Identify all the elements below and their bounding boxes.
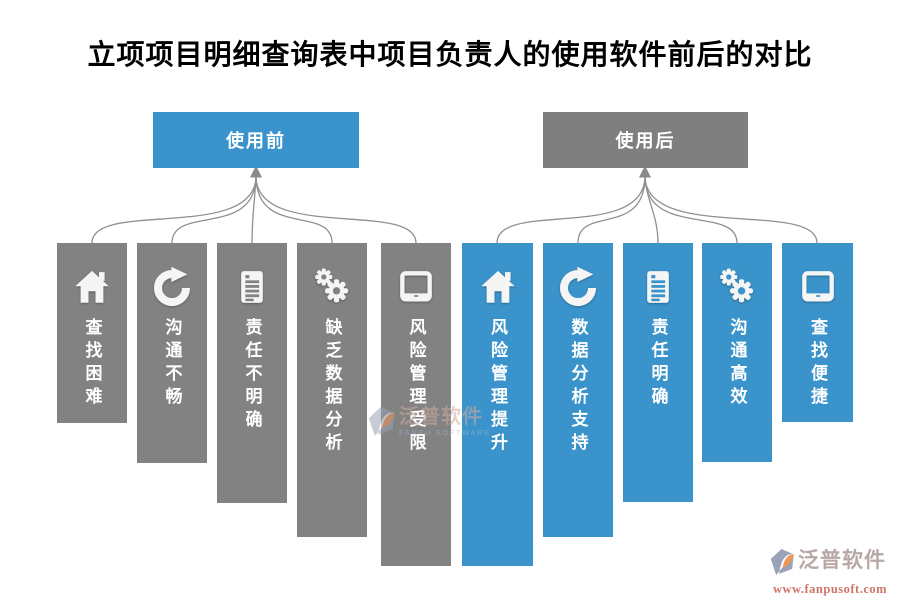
home-icon bbox=[477, 264, 519, 310]
column-after-4: 沟通高效 bbox=[702, 243, 772, 462]
column-label: 沟通高效 bbox=[727, 318, 747, 410]
column-label: 风险管理提升 bbox=[488, 318, 507, 456]
refresh-icon bbox=[151, 264, 193, 310]
document-icon bbox=[638, 264, 678, 310]
gears-icon bbox=[311, 264, 353, 310]
column-before-2: 沟通不畅 bbox=[137, 243, 207, 463]
column-label: 查找困难 bbox=[82, 318, 102, 410]
home-icon bbox=[71, 264, 113, 310]
column-after-2: 数据分析支持 bbox=[543, 243, 613, 537]
column-before-4: 缺乏数据分析 bbox=[297, 243, 367, 537]
header-before: 使用前 bbox=[153, 112, 359, 168]
column-before-5: 风险管理受限 bbox=[381, 243, 451, 566]
column-before-1: 查找困难 bbox=[57, 243, 127, 423]
arrowhead-up-icon bbox=[250, 165, 651, 178]
header-before-label: 使用前 bbox=[226, 131, 286, 151]
column-after-1: 风险管理提升 bbox=[462, 243, 533, 566]
column-label: 责任不明确 bbox=[242, 318, 262, 433]
page-title: 立项项目明细查询表中项目负责人的使用软件前后的对比 bbox=[87, 39, 813, 70]
header-after-label: 使用后 bbox=[615, 131, 676, 151]
fanpu-logo: 泛普软件 www.fanpusoft.com bbox=[770, 548, 887, 597]
fanpu-logo-icon bbox=[770, 548, 796, 581]
column-label: 风险管理受限 bbox=[406, 318, 426, 456]
column-before-3: 责任不明确 bbox=[217, 243, 287, 503]
column-label: 沟通不畅 bbox=[162, 318, 182, 410]
column-label: 缺乏数据分析 bbox=[322, 318, 342, 456]
column-label: 责任明确 bbox=[648, 318, 668, 410]
logo-url: www.fanpusoft.com bbox=[773, 582, 888, 596]
gears-icon bbox=[716, 264, 758, 310]
logo-text: 泛普软件 bbox=[798, 549, 886, 572]
column-after-5: 查找便捷 bbox=[782, 243, 853, 422]
refresh-icon bbox=[557, 264, 599, 310]
header-after: 使用后 bbox=[543, 112, 748, 168]
column-label: 查找便捷 bbox=[808, 318, 827, 410]
tablet-icon bbox=[396, 264, 436, 310]
column-label: 数据分析支持 bbox=[568, 318, 588, 456]
column-after-3: 责任明确 bbox=[623, 243, 693, 502]
document-icon bbox=[232, 264, 272, 310]
tablet-icon bbox=[798, 264, 838, 310]
